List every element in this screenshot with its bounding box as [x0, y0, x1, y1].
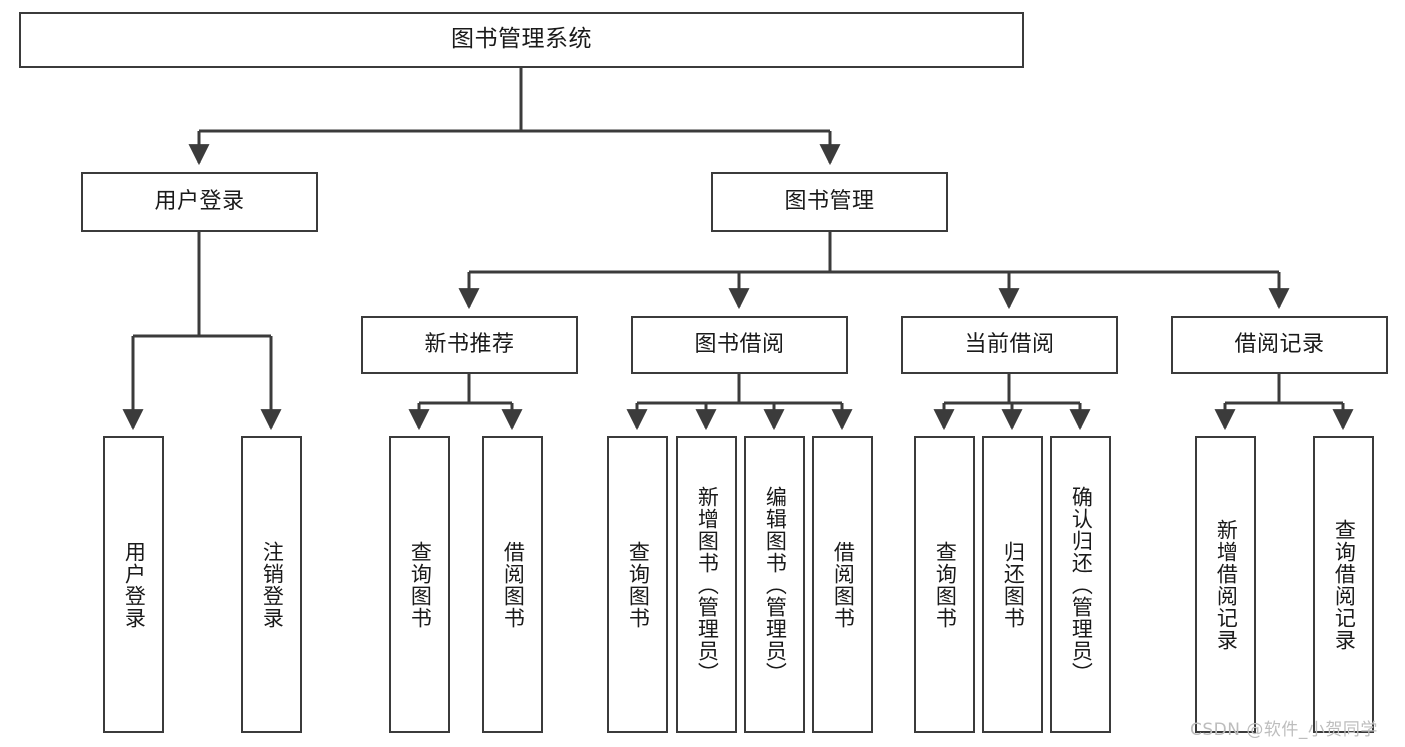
node-leaf-query-record[interactable]: 查询借阅记录 — [1313, 436, 1374, 733]
node-label: 图书管理 — [784, 188, 875, 214]
node-label: 新增图书（管理员） — [695, 485, 720, 684]
connector-group-current-borrow — [933, 374, 1091, 431]
node-label: 注销登录 — [260, 540, 285, 629]
node-label: 借阅图书 — [501, 540, 526, 629]
node-leaf-confirm-return[interactable]: 确认归还（管理员） — [1050, 436, 1111, 733]
node-book-manage[interactable]: 图书管理 — [711, 172, 948, 232]
node-label: 借阅图书 — [831, 540, 856, 629]
connector-group-root — [188, 68, 841, 166]
node-label: 图书管理系统 — [451, 26, 592, 53]
node-leaf-add-record[interactable]: 新增借阅记录 — [1195, 436, 1256, 733]
node-label: 查询图书 — [626, 540, 651, 629]
node-label: 查询图书 — [408, 540, 433, 629]
node-book-borrow[interactable]: 图书借阅 — [631, 316, 848, 374]
node-label: 图书借阅 — [694, 331, 785, 357]
connector-group-borrow-record — [1214, 374, 1354, 431]
node-leaf-query-book-brw[interactable]: 查询图书 — [607, 436, 668, 733]
node-label: 借阅记录 — [1234, 331, 1325, 357]
node-label: 新增借阅记录 — [1214, 518, 1239, 651]
node-leaf-user-logout[interactable]: 注销登录 — [241, 436, 302, 733]
node-borrow-record[interactable]: 借阅记录 — [1171, 316, 1388, 374]
node-new-book-recommend[interactable]: 新书推荐 — [361, 316, 578, 374]
connector-group-user-login — [122, 232, 282, 431]
node-label: 查询图书 — [933, 540, 958, 629]
node-leaf-user-login[interactable]: 用户登录 — [103, 436, 164, 733]
node-label: 编辑图书（管理员） — [763, 485, 788, 684]
node-leaf-return-book[interactable]: 归还图书 — [982, 436, 1043, 733]
node-label: 用户登录 — [154, 188, 245, 214]
node-label: 用户登录 — [122, 540, 147, 629]
node-leaf-borrow-book-rec[interactable]: 借阅图书 — [482, 436, 543, 733]
node-leaf-add-book[interactable]: 新增图书（管理员） — [676, 436, 737, 733]
node-root-system[interactable]: 图书管理系统 — [19, 12, 1024, 68]
node-leaf-edit-book[interactable]: 编辑图书（管理员） — [744, 436, 805, 733]
node-leaf-query-book-rec[interactable]: 查询图书 — [389, 436, 450, 733]
node-label: 新书推荐 — [424, 331, 515, 357]
node-leaf-query-book-cur[interactable]: 查询图书 — [914, 436, 975, 733]
node-leaf-borrow-book-brw[interactable]: 借阅图书 — [812, 436, 873, 733]
node-label: 当前借阅 — [964, 331, 1055, 357]
csdn-watermark: CSDN @软件_小贺同学 — [1190, 720, 1378, 740]
node-label: 确认归还（管理员） — [1069, 485, 1094, 684]
connector-group-new-book-recommend — [408, 374, 523, 431]
node-label: 归还图书 — [1001, 540, 1026, 629]
node-label: 查询借阅记录 — [1332, 518, 1357, 651]
connector-group-book-manage — [458, 232, 1290, 310]
node-current-borrow[interactable]: 当前借阅 — [901, 316, 1118, 374]
connector-group-book-borrow — [626, 374, 853, 431]
node-user-login[interactable]: 用户登录 — [81, 172, 318, 232]
